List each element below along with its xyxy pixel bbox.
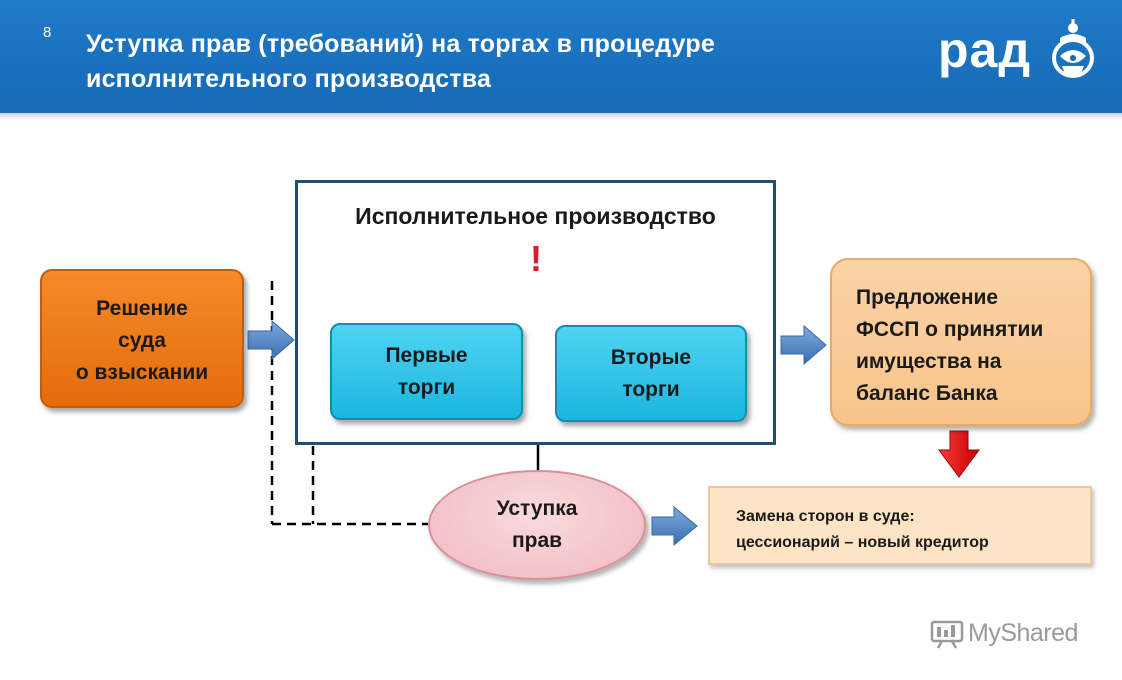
- arrow-fssp-to-replacement: [938, 430, 980, 478]
- slide-title: Уступка прав (требований) на торгах в пр…: [86, 27, 846, 97]
- logo-text: рад: [938, 22, 1032, 78]
- fssp-offer-line-3: имущества на: [856, 350, 1002, 373]
- rad-emblem-icon: [1052, 19, 1094, 78]
- warning-exclamation: !: [530, 238, 542, 279]
- court-decision-line-2: суда: [118, 328, 166, 352]
- first-auction-box: Первые торги: [330, 323, 523, 420]
- court-decision-line-1: Решение: [96, 296, 188, 320]
- rad-logo: рад: [932, 14, 1102, 84]
- watermark-text: MyShared: [968, 619, 1078, 647]
- cession-line-1: Уступка: [496, 497, 578, 520]
- court-decision-line-3: о взыскании: [75, 360, 209, 384]
- fssp-offer-line-4: баланс Банка: [856, 382, 998, 405]
- fssp-offer-line-2: ФССП о принятии: [856, 318, 1044, 341]
- myshared-watermark[interactable]: MyShared: [930, 617, 1100, 651]
- second-auction-box: Вторые торги: [555, 325, 747, 422]
- slide-title-line-2: исполнительного производства: [86, 65, 492, 93]
- fssp-offer-box: Предложение ФССП о принятии имущества на…: [830, 258, 1092, 426]
- first-auction-line-1: Первые: [385, 343, 468, 367]
- court-decision-box: Решение суда о взыскании: [40, 269, 244, 408]
- fssp-offer-line-1: Предложение: [856, 286, 999, 309]
- arrow-cession-to-replacement: [651, 505, 698, 547]
- second-auction-line-1: Вторые: [610, 345, 692, 369]
- cession-ellipse: Уступка прав: [428, 470, 646, 580]
- cession-line-2: прав: [511, 529, 563, 552]
- party-replacement-line-2: цессионарий – новый кредитор: [736, 534, 989, 551]
- myshared-icon: [930, 620, 964, 649]
- slide-title-line-1: Уступка прав (требований) на торгах в пр…: [86, 30, 716, 58]
- second-auction-line-2: торги: [622, 377, 680, 401]
- header-shadow: [0, 113, 1122, 120]
- slide-header: [0, 0, 1122, 113]
- enforcement-proceedings-title: Исполнительное производство: [355, 203, 716, 229]
- arrow-court-to-proceedings: [247, 319, 295, 361]
- party-replacement-box: Замена сторон в суде: цессионарий – новы…: [708, 486, 1092, 565]
- party-replacement-line-1: Замена сторон в суде:: [736, 508, 915, 525]
- first-auction-line-2: торги: [397, 375, 456, 399]
- arrow-proceedings-to-fssp: [780, 324, 827, 366]
- slide-number: 8: [43, 24, 52, 41]
